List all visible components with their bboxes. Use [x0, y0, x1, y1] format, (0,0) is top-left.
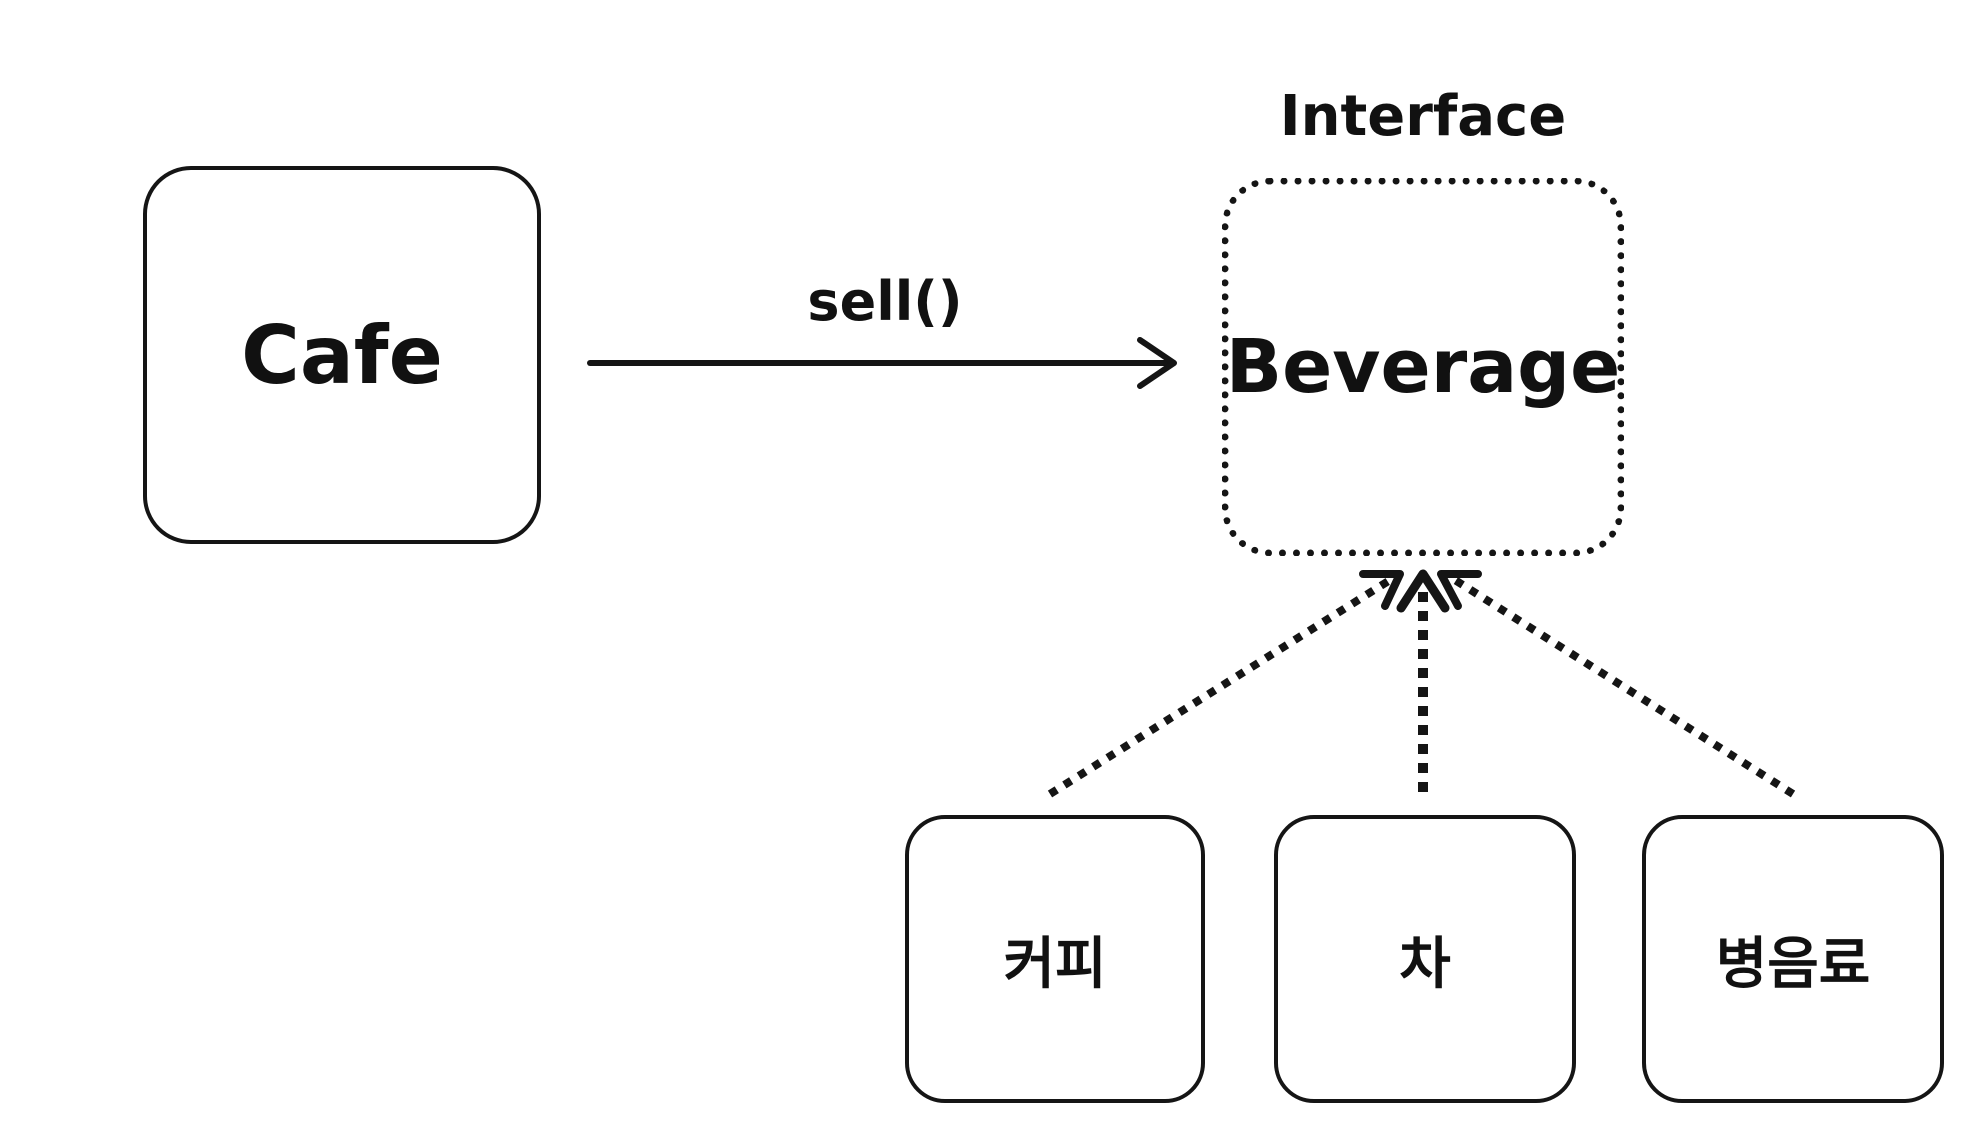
sell-arrowhead — [1137, 337, 1177, 389]
coffee-arrowhead — [1359, 570, 1404, 610]
bottled-drink-node: 병음료 — [1642, 815, 1944, 1103]
bottled-drink-node-label: 병음료 — [1715, 931, 1871, 997]
sell-method-label: sell() — [807, 270, 963, 333]
bottled-implements-line — [1452, 576, 1796, 798]
coffee-node-label: 커피 — [1003, 931, 1107, 997]
coffee-implements-line — [1047, 576, 1393, 798]
coffee-node: 커피 — [905, 815, 1205, 1103]
tea-node-label: 차 — [1399, 931, 1451, 997]
bottled-arrowhead — [1437, 570, 1482, 610]
tea-arrowhead — [1396, 569, 1450, 613]
cafe-node: Cafe — [143, 166, 541, 544]
beverage-interface-node: Beverage — [1222, 178, 1624, 556]
interface-stereotype-label: Interface — [1279, 84, 1567, 149]
cafe-node-label: Cafe — [241, 308, 443, 402]
tea-node: 차 — [1274, 815, 1576, 1103]
beverage-node-label: Beverage — [1225, 324, 1621, 410]
